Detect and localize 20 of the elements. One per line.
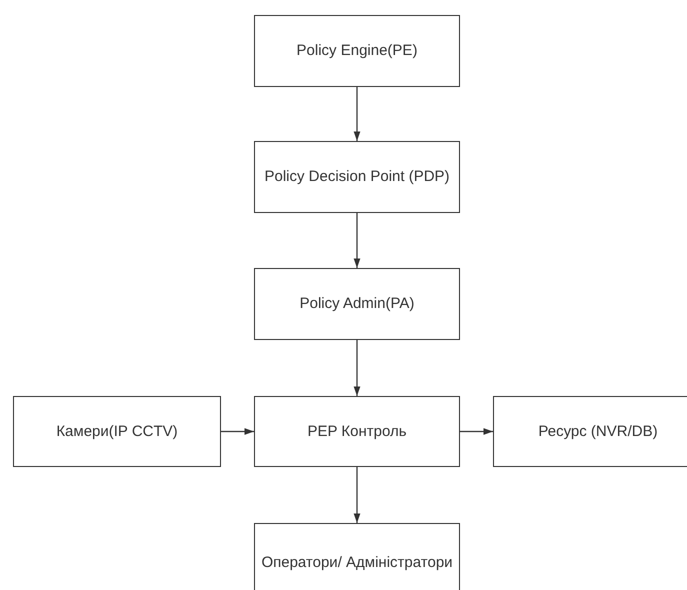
arrow <box>221 428 254 435</box>
box-label: Камери(IP CCTV) <box>55 422 179 442</box>
process-box <box>254 141 460 213</box>
box-label: Ресурс (NVR/DB) <box>537 422 659 442</box>
arrow <box>354 467 360 523</box>
arrow <box>354 340 360 396</box>
box-label: Policy Decision Point (PDP) <box>263 167 451 187</box>
box-label: Policy Engine(PE) <box>296 41 418 61</box>
arrow <box>354 213 360 268</box>
box-label: Оператори/ Адміністратори <box>260 553 454 573</box>
arrow <box>354 87 360 141</box>
process-box <box>493 396 687 467</box>
process-box <box>254 268 460 340</box>
box-label: PEP Контроль <box>306 422 408 442</box>
arrow <box>460 428 493 435</box>
process-box <box>254 396 460 467</box>
box-label: Policy Admin(PA) <box>298 294 416 314</box>
process-box <box>254 15 460 87</box>
process-box <box>254 523 460 590</box>
process-box <box>13 396 221 467</box>
